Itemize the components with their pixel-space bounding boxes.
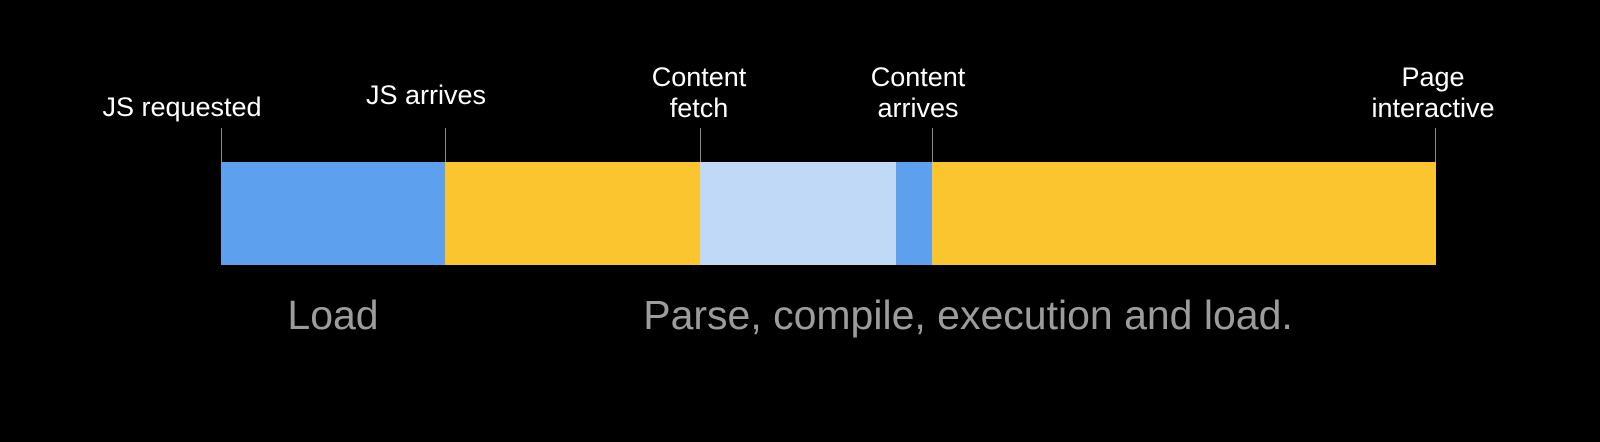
segment-load-js (221, 162, 445, 265)
milestone-content-arrives-line-1: Content (870, 62, 966, 92)
milestone-content-fetch-line-2: fetch (669, 93, 729, 123)
milestone-tick-content-arrives (932, 128, 933, 162)
milestone-js-requested: JS requested (102, 92, 261, 123)
milestone-page-interactive: Page interactive (1371, 62, 1494, 124)
timeline-bar (221, 162, 1436, 265)
segment-load-content (896, 162, 932, 265)
segment-parse-compile-execute (445, 162, 700, 265)
milestone-tick-page-interactive (1435, 128, 1436, 162)
milestone-js-arrives: JS arrives (366, 80, 486, 111)
milestone-js-requested-line-1: JS requested (102, 92, 262, 122)
milestone-tick-js-requested (221, 128, 222, 162)
phase-label-parse: Parse, compile, execution and load. (643, 292, 1293, 338)
milestone-content-arrives-line-2: arrives (877, 93, 959, 123)
segment-parse-compile-execute-final (932, 162, 1436, 265)
milestone-content-arrives: Content arrives (871, 62, 966, 124)
milestone-page-interactive-line-2: interactive (1371, 93, 1495, 123)
milestone-content-fetch-line-1: Content (651, 62, 747, 92)
milestone-page-interactive-line-1: Page (1401, 62, 1465, 92)
phase-label-load: Load (287, 292, 379, 338)
milestone-content-fetch: Content fetch (652, 62, 747, 124)
milestone-tick-js-arrives (445, 128, 446, 162)
milestone-js-arrives-line-1: JS arrives (365, 80, 487, 110)
milestone-tick-content-fetch (700, 128, 701, 162)
segment-content-fetch (700, 162, 896, 265)
